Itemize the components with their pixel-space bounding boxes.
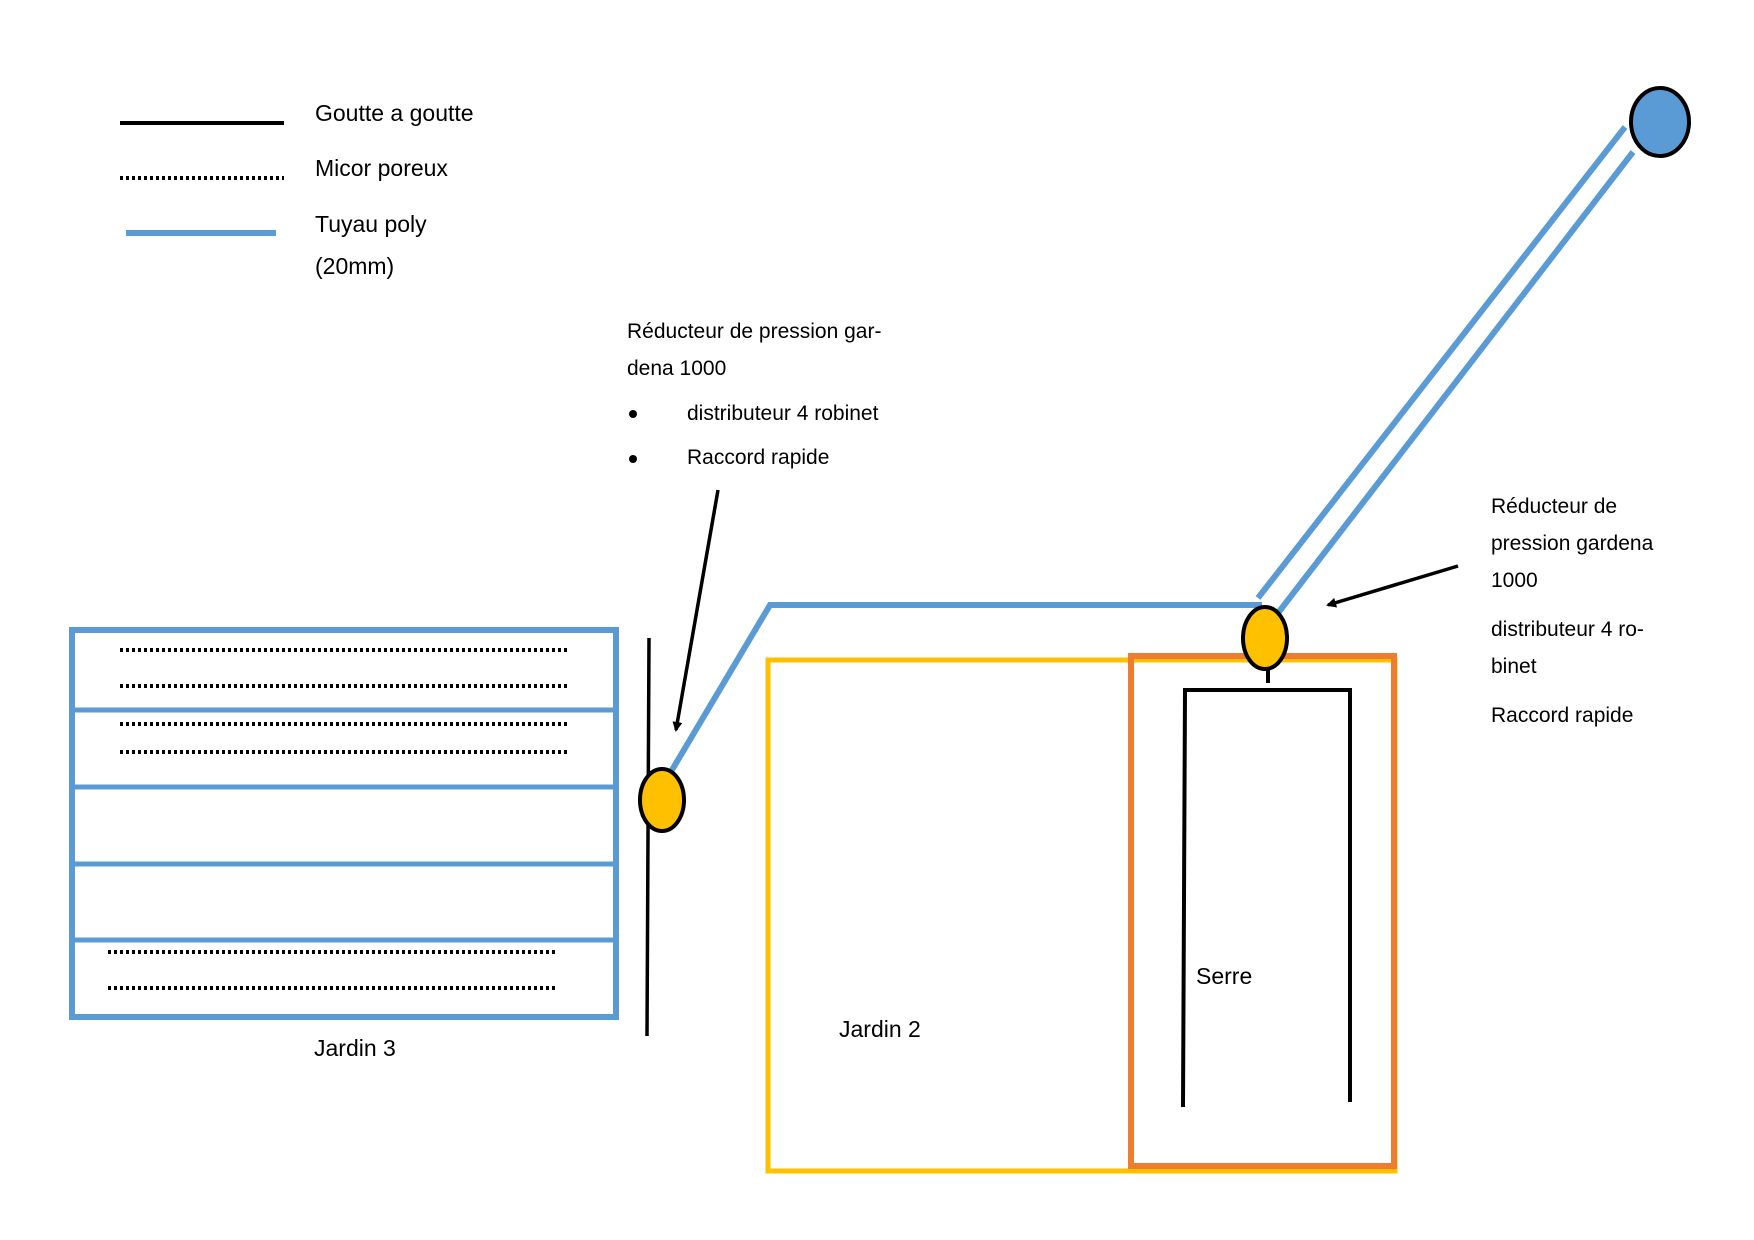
bullet-icon	[629, 409, 637, 418]
annotation-arrow-right	[1326, 564, 1459, 608]
water-source-icon	[1629, 86, 1691, 158]
drip-line-serre	[1181, 688, 1352, 1108]
legend-label-drip: Goutte a goutte	[315, 100, 474, 126]
legend-label-poly-size: (20mm)	[315, 253, 395, 279]
annotation-left: Réducteur de pression gar- dena 1000 dis…	[627, 314, 881, 477]
serre-outline	[1128, 653, 1397, 1169]
jardin3-label: Jardin 3	[314, 1035, 396, 1061]
poly-pipe-supply-b	[1275, 150, 1636, 615]
annotation-left-bullet: Raccord rapide	[627, 440, 881, 477]
annotation-right-line: binet	[1491, 655, 1537, 678]
annotation-right: Réducteur de pression gardena 1000 distr…	[1491, 488, 1653, 734]
legend-label-porous: Micor poreux	[315, 155, 448, 181]
annotation-left-bullet-text: Raccord rapide	[687, 446, 830, 470]
legend-label-poly: Tuyau poly	[315, 211, 427, 237]
annotation-left-bullet: distributeur 4 robinet	[627, 396, 881, 433]
jardin2-label: Jardin 2	[839, 1016, 921, 1042]
bullet-icon	[629, 454, 637, 463]
pressure-reducer-right-icon	[1241, 605, 1289, 671]
annotation-left-bullet-text: distributeur 4 robinet	[687, 401, 879, 425]
drip-line-jardin3	[645, 637, 651, 1037]
annotation-right-line: distributeur 4 ro-	[1491, 618, 1644, 641]
jardin2-outline	[765, 657, 1398, 1174]
annotation-right-line: Raccord rapide	[1491, 704, 1634, 727]
jardin3-beds	[69, 627, 619, 1020]
annotation-arrow-left	[672, 489, 720, 732]
annotation-left-line1: Réducteur de pression gar-	[627, 320, 882, 343]
annotation-right-line: pression gardena	[1491, 532, 1654, 555]
poly-pipe-main	[669, 602, 1262, 772]
serre-label: Serre	[1196, 963, 1253, 989]
annotation-right-line: 1000	[1491, 569, 1538, 592]
jardin3-outline	[69, 627, 619, 1020]
annotation-right-line: Réducteur de	[1491, 495, 1618, 518]
annotation-left-line2: dena 1000	[627, 356, 727, 380]
pressure-reducer-left-icon	[638, 767, 686, 833]
poly-pipe-supply-a	[1255, 125, 1628, 600]
